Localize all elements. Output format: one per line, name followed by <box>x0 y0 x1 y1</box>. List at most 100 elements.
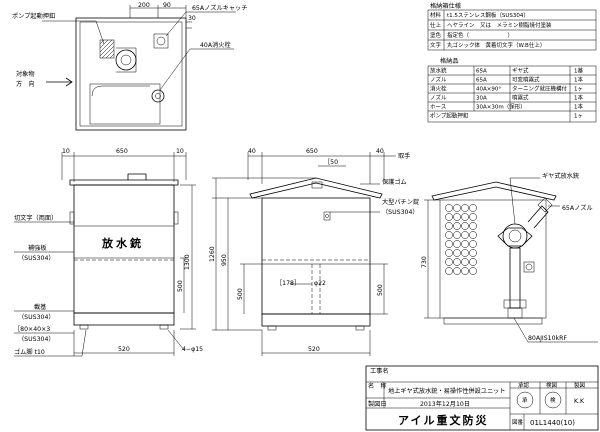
hose-coil <box>445 204 477 275</box>
callout-pump-button: ポンプ起動押釦 <box>12 12 55 20</box>
part-spec: 30A <box>476 96 487 102</box>
side-dim-40b: 40 <box>376 148 384 155</box>
callout-cut-text: 切文字（両面） <box>14 214 57 222</box>
title-block: 工事名 名 称 地上ギヤ式放水銃・易操作性併設ユニット 製図日 2013年12月… <box>365 365 599 431</box>
hose-coil-ring <box>445 222 453 230</box>
callout-direction-2: 方 向 <box>16 80 35 88</box>
spec-value: ヘヤライン 又は メラミン樹脂焼付塗装 <box>447 21 552 29</box>
front-view: 10 650 10 放水銃 1300 500 520 4−φ15 <box>14 148 203 357</box>
callout-gun: ギヤ式放水銃 <box>542 172 579 180</box>
hose-coil-ring <box>453 258 461 266</box>
side-dim-22: φ22 <box>314 280 326 287</box>
part-spec: 30A×30m（保形） <box>476 103 526 111</box>
hose-coil-ring <box>461 240 469 248</box>
side-box <box>261 197 371 315</box>
part-qty: 1本 <box>574 76 583 84</box>
tb-check-label: 検図 <box>546 381 558 389</box>
hose-coil-ring <box>469 222 477 230</box>
hose-coil-ring <box>469 249 477 257</box>
hose-coil-ring <box>445 240 453 248</box>
front-dim-4phi15: 4−φ15 <box>182 346 203 353</box>
tb-work-label: 工事名 <box>370 367 389 375</box>
front-base <box>73 312 175 326</box>
tb-stamp-draw: K.K <box>574 398 585 405</box>
callout-base-mat: （SUS304） <box>18 314 55 321</box>
hose-coil-ring <box>461 231 469 239</box>
side-dim-178: ［178］ <box>276 280 300 287</box>
hydrant-hatch <box>99 39 115 59</box>
hose-coil-ring <box>445 204 453 212</box>
inner-dim-730: 730 <box>421 256 428 268</box>
hose-coil-ring <box>453 213 461 221</box>
hose-coil-ring <box>469 258 477 266</box>
hose-coil-ring <box>445 267 453 275</box>
callout-hinge-mat: （SUS304） <box>382 209 419 216</box>
hose-coil-ring <box>445 249 453 257</box>
side-dim-950: 950 <box>221 254 228 266</box>
tb-stamp-approve: 承 <box>522 396 528 404</box>
part-qty: 1基 <box>574 67 583 75</box>
part-type: 可変噴霧式 <box>512 76 540 84</box>
spec-key: 仕上 <box>430 21 442 29</box>
tb-approve-label: 承認 <box>518 381 530 389</box>
callout-plate: 補強板 <box>28 244 47 252</box>
part-qty: 1ヶ <box>574 114 583 120</box>
tb-drawing-no-label: 図番 <box>512 419 524 426</box>
side-dim-650: 650 <box>306 148 318 155</box>
inner-lid <box>431 181 557 201</box>
hose-coil-ring <box>453 204 461 212</box>
hose-coil-ring <box>461 249 469 257</box>
hose-coil-ring <box>469 204 477 212</box>
callout-cap: 65Aノズルキャッチ <box>192 4 247 12</box>
direction-arrow <box>46 77 73 87</box>
tb-draw-label: 製図 <box>574 381 586 389</box>
hose-coil-ring <box>453 222 461 230</box>
part-name: ノズル <box>430 94 447 102</box>
callout-nozzle: 65Aノズル <box>562 204 593 212</box>
hose-coil-ring <box>453 267 461 275</box>
front-dim-650: 650 <box>116 148 128 155</box>
tb-date-value: 2013年12月10日 <box>420 400 470 408</box>
part-name: ホース <box>430 104 446 111</box>
part-name: 放水銃 <box>430 67 447 75</box>
hose-coil-ring <box>469 267 477 275</box>
top-view: 200 90 30 ポンプ起動押釦 65Aノズルキャッチ 40A消火栓 対象物 … <box>12 2 247 131</box>
hose-coil-ring <box>461 222 469 230</box>
side-view: 40 650 40 ［50 1260 950 500 <box>209 148 419 356</box>
hose-coil-ring <box>445 213 453 221</box>
stamp-approve <box>516 391 534 409</box>
front-dim-500: 500 <box>177 280 184 292</box>
spec-title: 格納箱仕様 <box>430 2 462 10</box>
inner-view: 730 ギヤ式放水銃 65Aノズル 80AJIS10kRF <box>421 172 598 343</box>
hose-coil-ring <box>453 249 461 257</box>
callout-valve: 80AJIS10kRF <box>528 335 567 342</box>
tb-stamp-check: 検 <box>550 396 556 404</box>
gun-circle <box>115 49 137 71</box>
hose-coil-ring <box>445 231 453 239</box>
part-qty: 1本 <box>574 94 583 102</box>
front-dim-10b: 10 <box>176 148 184 155</box>
part-spec: 65A <box>476 69 487 75</box>
part-spec: 40A×90° <box>476 87 501 93</box>
front-dim-1300: 1300 <box>184 254 191 270</box>
spec-value: 丸ゴシック体 黄着切文字（W.B仕上） <box>447 41 545 49</box>
spec-value: 指定色（ ） <box>447 31 513 39</box>
part-name: 消火栓 <box>430 85 447 93</box>
callout-plate-mat: （SUS304） <box>18 255 55 262</box>
side-dim-520: 520 <box>308 346 320 353</box>
part-type: ターニング就圧機構付 <box>512 85 568 93</box>
hose-coil-ring <box>469 240 477 248</box>
dim-90: 90 <box>163 2 171 9</box>
side-dim-500b: 500 <box>377 284 384 296</box>
callout-handle: 取手 <box>398 152 410 160</box>
tb-drawing-no: 01L1440(10) <box>530 419 575 427</box>
hose-coil-ring <box>461 204 469 212</box>
front-label-text: 放水銃 <box>101 236 144 250</box>
tb-name-label: 名 称 <box>368 382 387 390</box>
part-qty: 1本 <box>574 103 583 111</box>
side-dim-40a: 40 <box>248 148 256 155</box>
part-name: ノズル <box>430 76 447 84</box>
side-dim-50: ［50 <box>324 159 338 166</box>
